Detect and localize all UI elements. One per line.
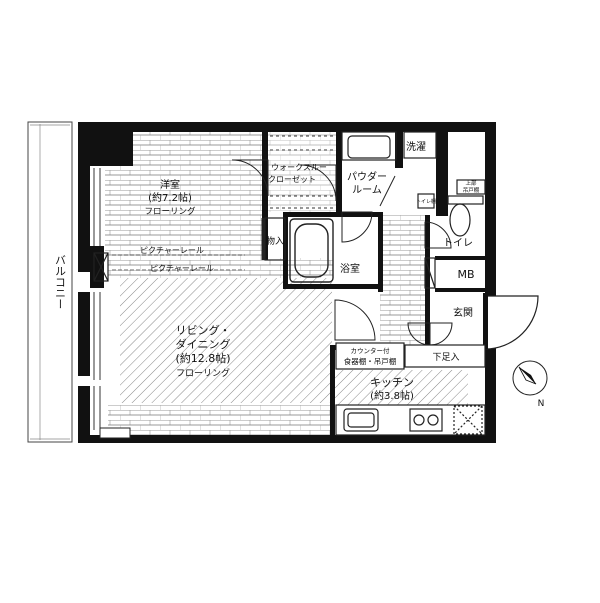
north-label: N [538, 399, 545, 409]
living-label-2: ダイニング [176, 337, 231, 351]
bathtub [289, 218, 334, 283]
toilet-label: トイレ [443, 238, 473, 249]
upper-cabinet-label-2: 吊戸棚 [463, 186, 480, 194]
shoe-storage-label: 下足入 [432, 352, 459, 363]
toilet-shelf-label: トイレ棚 [416, 198, 436, 205]
balcony-label: バルコニー [54, 255, 67, 310]
living-floor-top [108, 258, 333, 278]
kitchen-counter [335, 404, 486, 436]
living-size: (約12.8帖) [175, 351, 230, 365]
balcony [27, 121, 73, 443]
powder-label-2: ルーム [352, 184, 382, 196]
counter-label-1: カウンター付 [351, 346, 391, 355]
living-floor-label: フローリング [176, 367, 230, 379]
western-room-floor-label: フローリング [144, 206, 196, 217]
western-room-name: 洋室 [160, 178, 180, 191]
bath-door [341, 211, 373, 243]
powder-label-1: パウダー [347, 170, 387, 183]
powder-door [299, 164, 337, 202]
front-door [484, 295, 539, 350]
closet-floor [268, 132, 336, 212]
kitchen-size: (約3.8帖) [370, 389, 414, 402]
closet-door [231, 159, 269, 197]
closet-rails [270, 135, 334, 209]
living-label-1: リビング・ [176, 323, 231, 337]
entrance-door-right [429, 322, 453, 346]
laundry-label: 洗濯 [406, 141, 426, 153]
corner-box [99, 427, 131, 439]
counter-label-2: 食器棚・吊戸棚 [344, 356, 397, 366]
north-compass [512, 360, 548, 396]
closet-label-2: クローゼット [268, 174, 316, 184]
mb-label: MB [457, 268, 474, 281]
counter-box [335, 342, 405, 370]
kitchen-hatch [335, 370, 468, 405]
living-hatch [120, 278, 332, 403]
picture-rail-label-2: ピクチャーレール [150, 264, 214, 273]
bath-label: 浴室 [340, 262, 360, 275]
living-floor-bottom [108, 405, 333, 435]
windows [93, 168, 101, 430]
ld-door [334, 299, 376, 341]
picture-rail-label-1: ピクチャーレール [140, 246, 204, 255]
toilet-door [424, 221, 452, 249]
western-room-size: (約7.2帖) [148, 191, 192, 204]
powder-fixtures [341, 131, 437, 207]
mb-box [424, 257, 436, 289]
closet-label-1: ウォークスルー [271, 163, 327, 172]
shoe-storage [404, 344, 486, 368]
toilet-fixture [417, 179, 486, 237]
corridor-floor [380, 215, 425, 345]
storage-label: 物入 [266, 235, 284, 247]
front-door-jamb [483, 293, 488, 349]
storage-closet [261, 217, 286, 261]
kitchen-label: キッチン [370, 376, 414, 389]
entrance-label: 玄関 [453, 306, 473, 319]
upper-cabinet-label-1: 上部 [465, 179, 477, 187]
pillar-box [93, 252, 109, 282]
